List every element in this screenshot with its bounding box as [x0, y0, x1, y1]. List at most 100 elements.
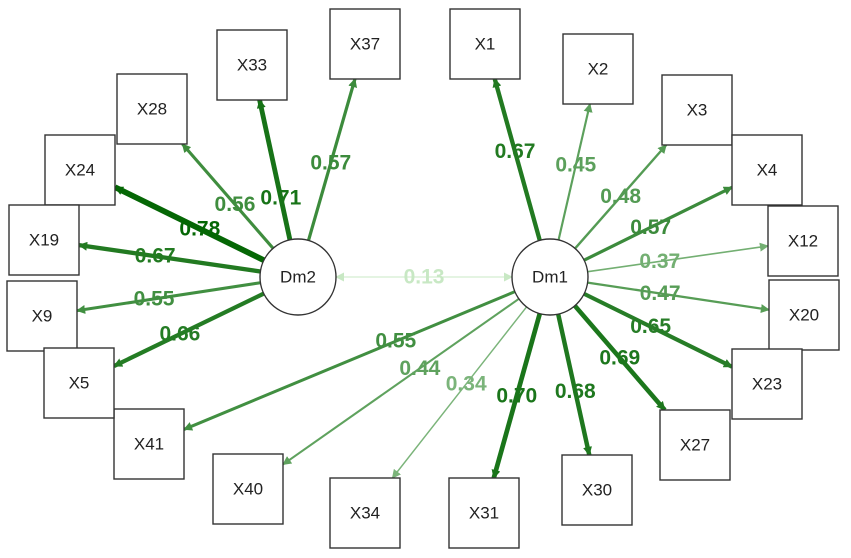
observed-node-x31: X31 — [448, 477, 520, 549]
observed-node-x40: X40 — [212, 453, 284, 525]
observed-node-x9: X9 — [6, 280, 78, 352]
loading-edge-dm2-x33 — [256, 99, 293, 241]
observed-node-x2: X2 — [562, 33, 634, 105]
observed-label: X37 — [350, 35, 380, 54]
observed-box — [661, 74, 733, 146]
observed-node-x34: X34 — [329, 477, 401, 549]
loading-edge-dm2-x28 — [181, 142, 275, 250]
loading-label-x37: 0.57 — [310, 151, 351, 174]
loading-edge-dm1-x41 — [183, 290, 516, 431]
observed-node-x37: X37 — [329, 8, 401, 80]
loading-edge-dm1-x3 — [574, 144, 668, 250]
loading-label-x40: 0.44 — [399, 357, 440, 380]
observed-label: X23 — [752, 375, 782, 394]
correlation-label: 0.13 — [404, 266, 445, 289]
observed-label: X5 — [69, 374, 90, 393]
observed-box — [43, 347, 115, 419]
observed-box — [449, 8, 521, 80]
observed-label: X28 — [137, 100, 167, 119]
loading-label-x23: 0.65 — [630, 315, 671, 338]
observed-label: X41 — [134, 435, 164, 454]
observed-node-x19: X19 — [8, 204, 80, 276]
observed-box — [116, 73, 188, 145]
loading-edge-dm1-x12 — [587, 242, 769, 273]
observed-box — [561, 454, 633, 526]
observed-box — [329, 8, 401, 80]
loading-label-x34: 0.34 — [446, 372, 487, 395]
loading-label-x20: 0.47 — [640, 282, 681, 305]
loading-label-x41: 0.55 — [375, 330, 416, 353]
latent-label: Dm1 — [532, 268, 568, 287]
observed-node-x33: X33 — [216, 29, 288, 101]
loading-label-x24: 0.78 — [179, 217, 220, 240]
observed-box — [8, 204, 80, 276]
observed-box — [731, 134, 803, 206]
latent-node-dm2: Dm2 — [259, 238, 337, 316]
observed-label: X2 — [588, 60, 609, 79]
loading-edge-dm1-x30 — [556, 313, 592, 456]
loading-edge-dm1-x34 — [391, 306, 528, 479]
loading-label-x33: 0.71 — [260, 186, 301, 209]
loading-edge-dm1-x1 — [492, 78, 542, 241]
observed-node-x41: X41 — [113, 408, 185, 480]
loading-label-x4: 0.57 — [630, 216, 671, 239]
loading-label-x12: 0.37 — [639, 250, 680, 273]
loading-edge-dm1-x23 — [583, 291, 733, 369]
observed-node-x5: X5 — [43, 347, 115, 419]
observed-label: X24 — [65, 161, 95, 180]
observed-box — [6, 280, 78, 352]
loading-edge-dm2-x5 — [113, 291, 265, 368]
observed-box — [329, 477, 401, 549]
observed-box — [216, 29, 288, 101]
loading-edge-dm1-x20 — [587, 281, 770, 314]
observed-label: X4 — [757, 161, 778, 180]
observed-node-x23: X23 — [731, 348, 803, 420]
latent-circle — [259, 238, 337, 316]
latent-node-dm1: Dm1 — [511, 238, 589, 316]
latent-label: Dm2 — [280, 268, 316, 287]
observed-node-x28: X28 — [116, 73, 188, 145]
latent-circle — [511, 238, 589, 316]
observed-label: X3 — [687, 101, 708, 120]
observed-box — [767, 205, 839, 277]
observed-label: X30 — [582, 481, 612, 500]
observed-label: X40 — [233, 480, 263, 499]
observed-node-x27: X27 — [659, 409, 731, 481]
loading-edge-dm1-x40 — [282, 297, 520, 466]
loading-edge-dm1-x31 — [491, 312, 543, 479]
loading-edge-dm2-x37 — [306, 78, 358, 241]
loading-label-x27: 0.69 — [599, 346, 640, 369]
observed-node-x3: X3 — [661, 74, 733, 146]
loading-label-x5: 0.66 — [159, 323, 200, 346]
loading-edge-dm2-x9 — [76, 281, 261, 314]
observed-label: X9 — [32, 307, 53, 326]
observed-box — [212, 453, 284, 525]
loading-edge-dm1-x4 — [583, 185, 733, 262]
observed-node-x12: X12 — [767, 205, 839, 277]
observed-box — [731, 348, 803, 420]
observed-box — [659, 409, 731, 481]
loading-label-x1: 0.67 — [495, 140, 536, 163]
loading-label-x28: 0.56 — [215, 193, 256, 216]
loading-edge-dm2-x24 — [113, 184, 266, 263]
observed-node-x1: X1 — [449, 8, 521, 80]
loading-edge-dm2-x19 — [78, 241, 261, 274]
loading-label-x3: 0.48 — [600, 185, 641, 208]
observed-label: X1 — [475, 35, 496, 54]
observed-node-x20: X20 — [768, 279, 840, 351]
edge-labels-layer: 0.670.450.480.570.370.470.650.690.680.70… — [134, 140, 681, 407]
observed-node-x24: X24 — [44, 134, 116, 206]
observed-box — [768, 279, 840, 351]
observed-label: X19 — [29, 231, 59, 250]
loading-label-x2: 0.45 — [555, 154, 596, 177]
edges-layer — [76, 78, 770, 479]
loading-edge-dm1-x27 — [573, 304, 667, 412]
loading-label-x9: 0.55 — [134, 287, 175, 310]
observed-node-x30: X30 — [561, 454, 633, 526]
observed-box — [448, 477, 520, 549]
observed-label: X27 — [680, 436, 710, 455]
observed-label: X34 — [350, 504, 380, 523]
observed-label: X12 — [788, 232, 818, 251]
